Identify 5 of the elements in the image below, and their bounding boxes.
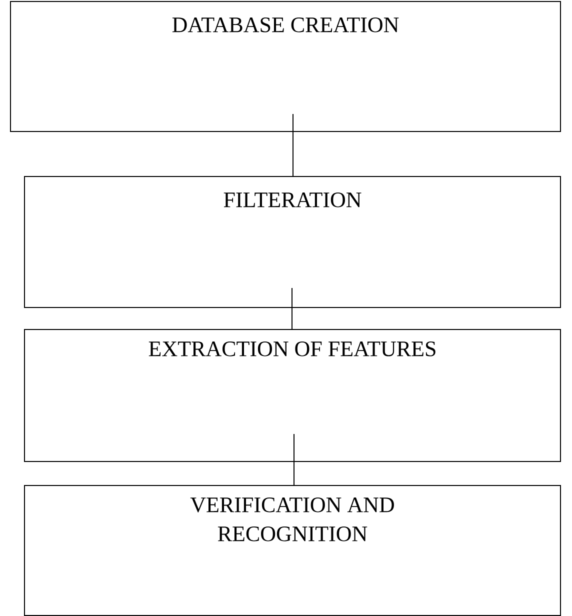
process-box: EXTRACTION OF FEATURES [24,329,561,462]
process-box: VERIFICATION AND RECOGNITION [24,485,561,616]
process-box: DATABASE CREATION [10,1,561,132]
process-box: FILTERATION [24,176,561,308]
connector-line [292,114,294,176]
